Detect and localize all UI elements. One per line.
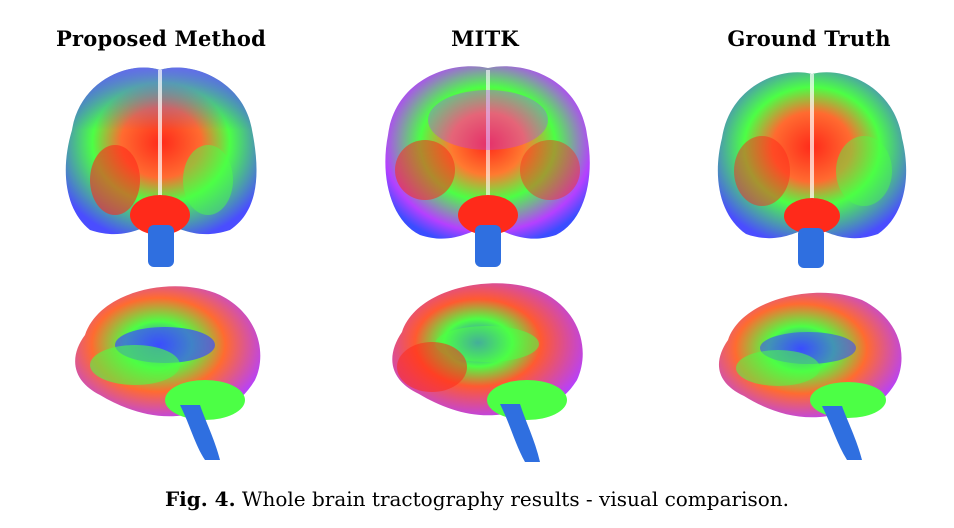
figure-caption: Fig. 4. Whole brain tractography results… <box>0 487 954 511</box>
coronal-brain-image <box>717 72 907 268</box>
column-title-ground-truth: Ground Truth <box>727 26 891 51</box>
sagittal-view-proposed-method <box>55 275 270 465</box>
caption-label: Fig. 4. <box>164 487 236 511</box>
sagittal-brain-image <box>75 286 261 460</box>
sagittal-brain-image <box>392 283 583 462</box>
sagittal-view-mitk <box>372 272 594 467</box>
coronal-brain-image <box>385 66 590 267</box>
coronal-view-ground-truth <box>712 66 912 271</box>
column-title-mitk: MITK <box>451 26 519 51</box>
coronal-view-proposed-method <box>60 60 265 270</box>
coronal-view-mitk <box>380 60 595 270</box>
caption-text: Whole brain tractography results - visua… <box>241 487 790 511</box>
sagittal-view-ground-truth <box>700 280 912 465</box>
coronal-brain-image <box>65 67 257 267</box>
column-title-proposed-method: Proposed Method <box>56 26 266 51</box>
sagittal-brain-image <box>718 292 902 460</box>
